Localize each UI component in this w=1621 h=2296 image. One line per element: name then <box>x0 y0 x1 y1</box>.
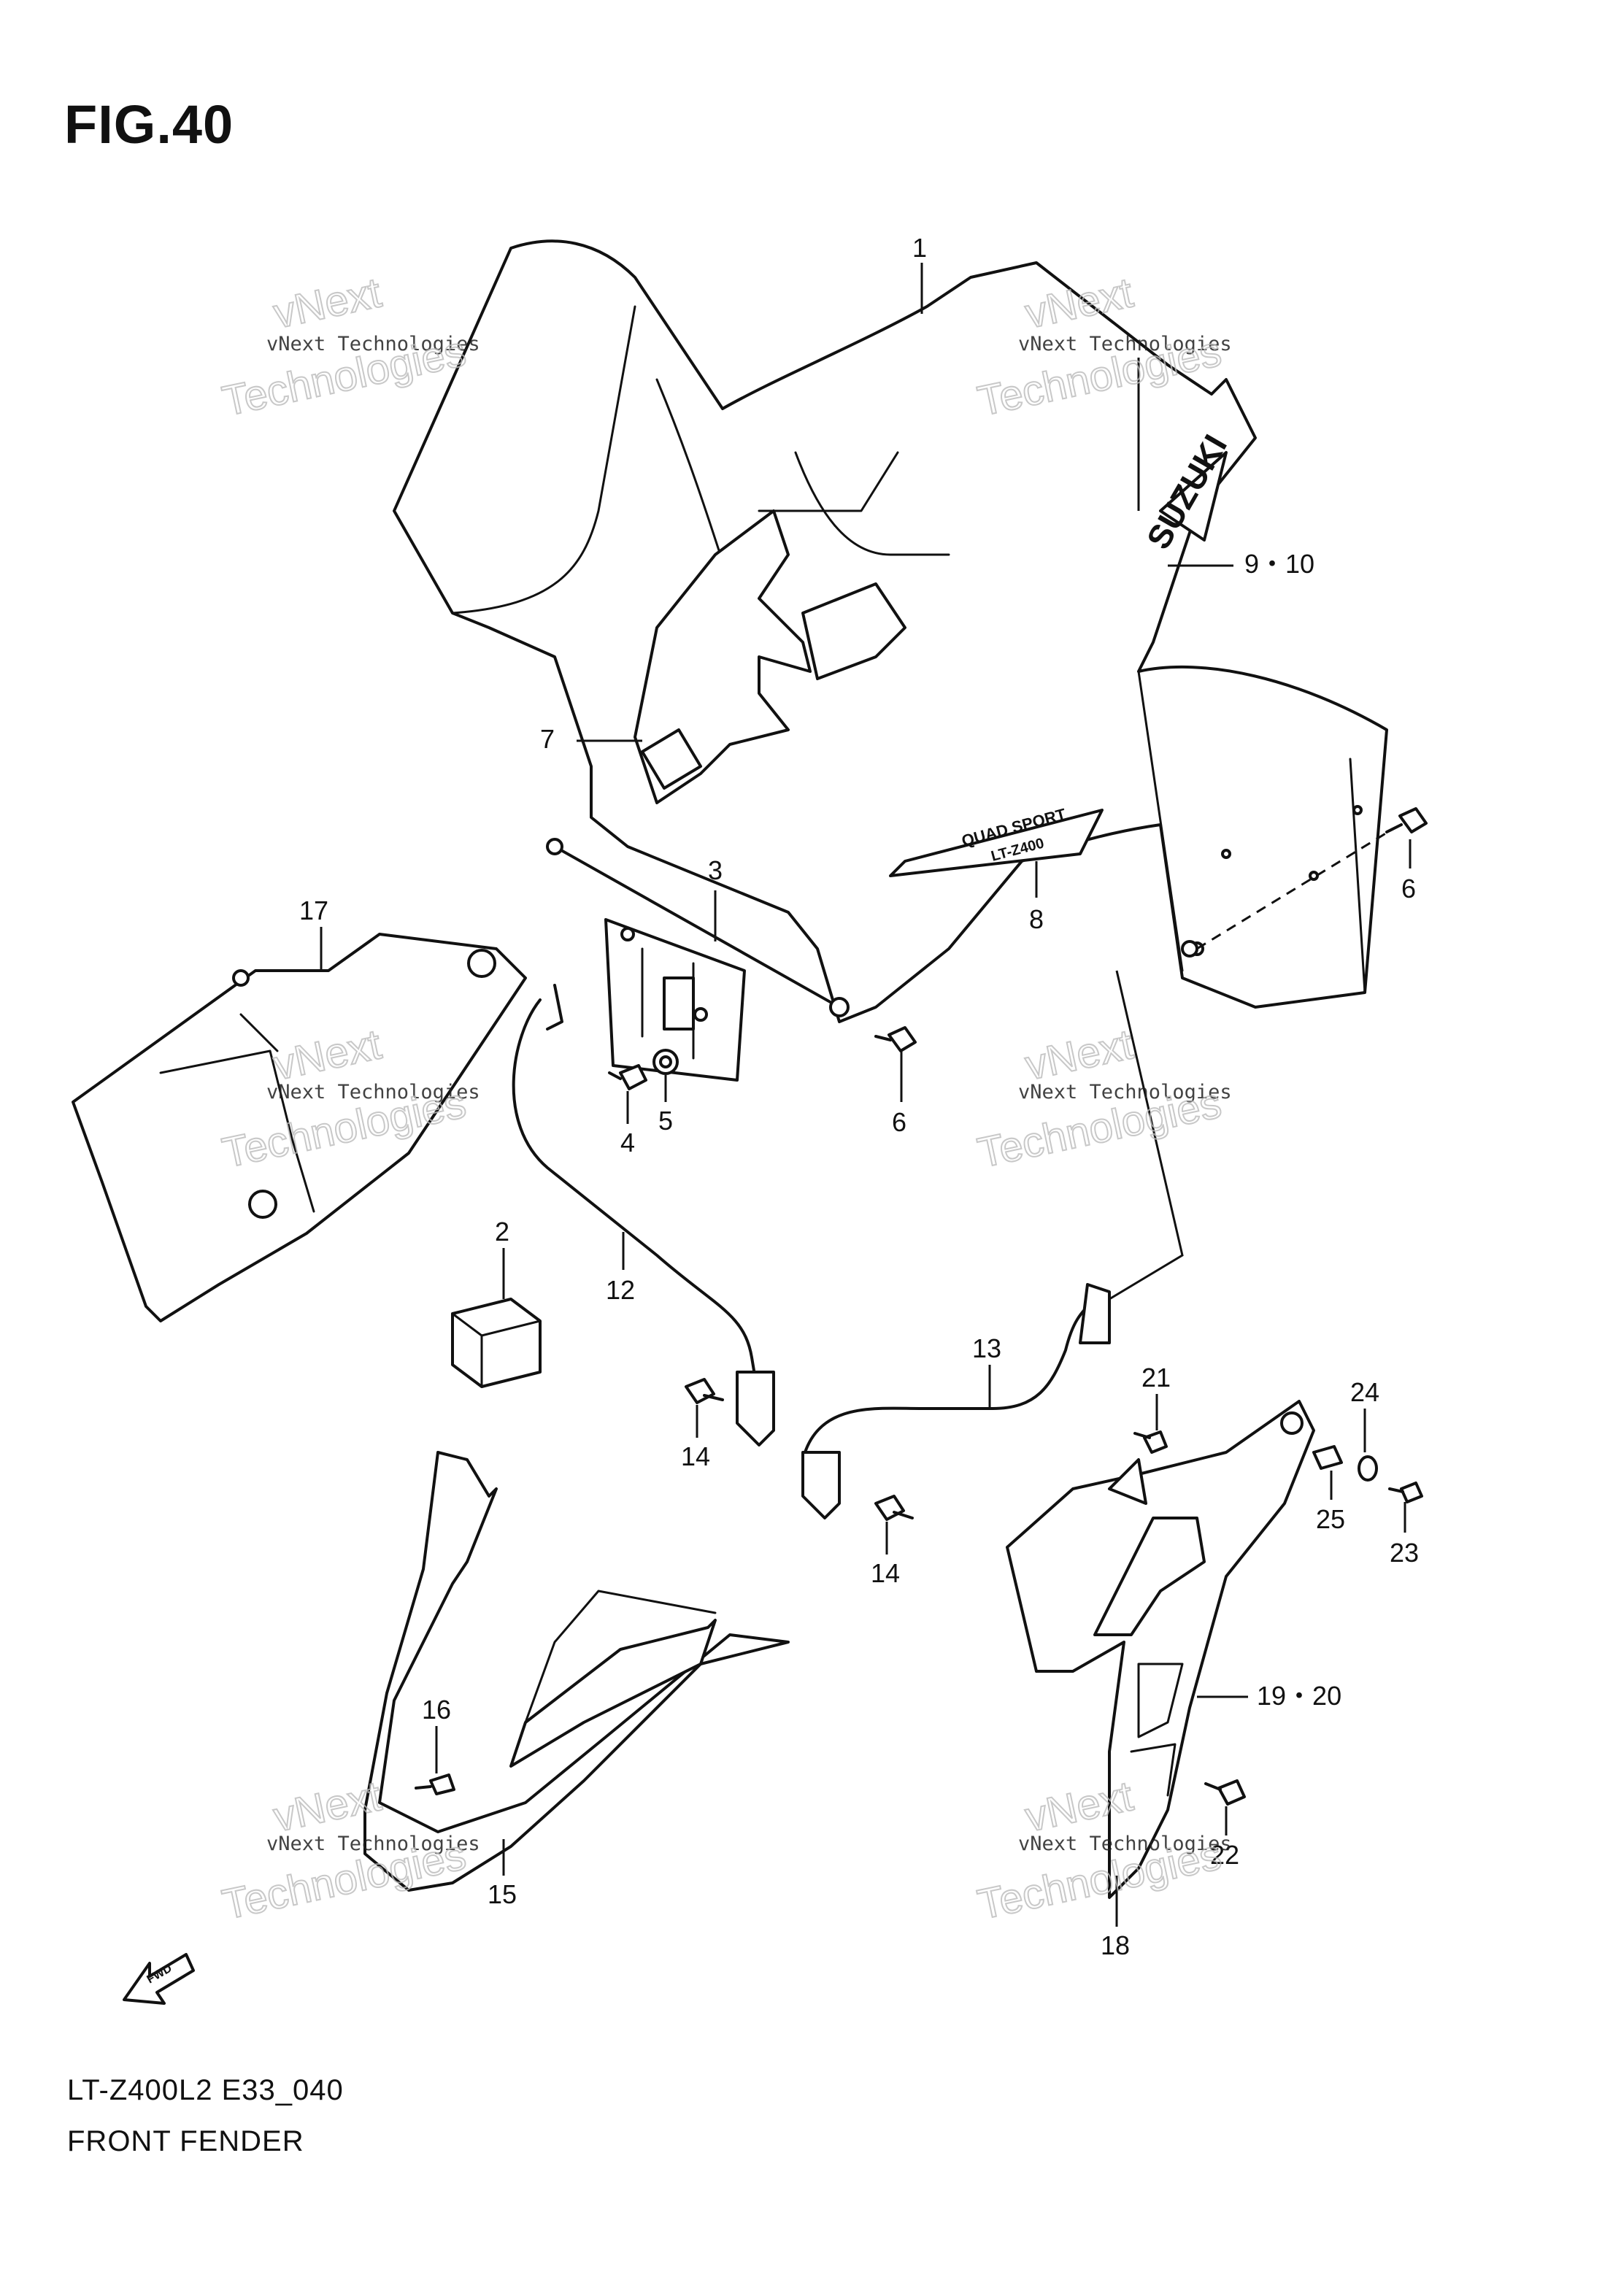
callout-6-lower: 6 <box>892 1107 906 1137</box>
callout-4: 4 <box>620 1128 635 1157</box>
collar-25 <box>1312 1445 1343 1470</box>
left-tube-stay <box>512 984 775 1446</box>
callout-25: 25 <box>1316 1504 1345 1534</box>
svg-text:vNext Technologies: vNext Technologies <box>266 1833 480 1855</box>
leader-lines <box>320 263 1412 1927</box>
model-code: LT-Z400L2 E33_040 <box>67 2074 344 2106</box>
rubber-block <box>451 1298 542 1388</box>
callout-22: 22 <box>1210 1840 1239 1870</box>
watermark-bottom-right: vNext vNext Technologies Technologies <box>973 1771 1232 1929</box>
callout-18: 18 <box>1101 1930 1130 1960</box>
left-side-panel <box>72 933 527 1322</box>
watermark-mid-right: vNext vNext Technologies Technologies <box>973 1020 1232 1177</box>
callout-19-20: 19・20 <box>1257 1681 1341 1711</box>
bolt-22 <box>1204 1779 1246 1806</box>
callout-14-left: 14 <box>681 1441 710 1471</box>
cross-rod <box>546 838 850 1017</box>
bolt-21 <box>1133 1430 1168 1454</box>
callout-labels: 1 9・10 7 3 8 6 6 4 5 2 12 13 14 14 16 15… <box>299 233 1419 1960</box>
callout-17: 17 <box>299 895 328 925</box>
svg-text:vNext Technologies: vNext Technologies <box>1018 1081 1232 1103</box>
callout-9-10: 9・10 <box>1244 549 1314 579</box>
bolt-14-right <box>874 1495 914 1521</box>
nut-5 <box>652 1049 679 1075</box>
section-name: FRONT FENDER <box>67 2125 304 2157</box>
bolt-23 <box>1388 1482 1423 1503</box>
svg-text:vNext Technologies: vNext Technologies <box>1018 1833 1232 1855</box>
callout-16: 16 <box>422 1695 451 1725</box>
callout-2: 2 <box>495 1217 509 1247</box>
callout-6-upper: 6 <box>1401 874 1416 904</box>
svg-text:vNext Technologies: vNext Technologies <box>1018 333 1232 355</box>
callout-24: 24 <box>1350 1377 1379 1407</box>
svg-text:vNext Technologies: vNext Technologies <box>266 333 480 355</box>
callout-12: 12 <box>606 1275 635 1305</box>
callout-14-right: 14 <box>871 1558 900 1588</box>
fender-bracket <box>604 918 746 1082</box>
figure-title: FIG.40 <box>64 94 234 155</box>
callout-5: 5 <box>658 1106 673 1136</box>
svg-text:vNext Technologies: vNext Technologies <box>266 1081 480 1103</box>
callout-23: 23 <box>1390 1538 1419 1568</box>
right-tube-stay <box>801 970 1184 1519</box>
fwd-arrow-icon: FWD <box>123 1953 195 2005</box>
svg-text:vNext: vNext <box>269 269 385 337</box>
lower-front-guard <box>363 1451 790 1892</box>
callout-15: 15 <box>488 1879 517 1909</box>
front-fender-main: SUZUKI QUAD SPORT LT-Z400 <box>393 239 1388 1023</box>
bolt-16 <box>415 1773 455 1795</box>
callout-1: 1 <box>912 233 927 263</box>
callout-13: 13 <box>972 1333 1001 1363</box>
bolt-6-upper <box>1181 807 1428 958</box>
watermark-bottom-left: vNext vNext Technologies Technologies <box>217 1771 480 1929</box>
watermark-top-left: vNext vNext Technologies Technologies <box>217 268 480 425</box>
right-side-panel <box>1006 1400 1315 1899</box>
bolt-14-left <box>685 1378 724 1404</box>
svg-text:vNext: vNext <box>1021 1020 1137 1089</box>
callout-21: 21 <box>1141 1363 1171 1392</box>
bolt-4 <box>608 1064 647 1090</box>
callout-3: 3 <box>708 855 723 885</box>
bolt-6-lower <box>874 1026 917 1052</box>
callout-8: 8 <box>1029 904 1044 934</box>
callout-7: 7 <box>540 724 555 754</box>
washer-24 <box>1358 1455 1378 1482</box>
